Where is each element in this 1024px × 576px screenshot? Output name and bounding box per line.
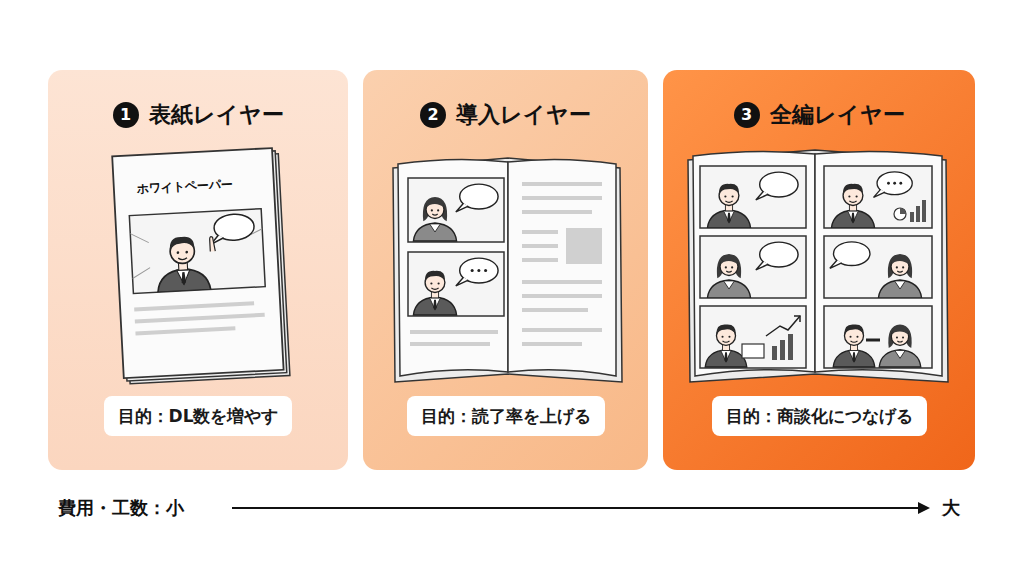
purpose-box: 目的：DL数を増やす bbox=[104, 396, 293, 436]
axis-end-label: 大 bbox=[942, 496, 960, 520]
layer-panel: 全編レイヤー 3 目的：商談化につなげる bbox=[663, 70, 975, 470]
purpose-text: 目的：読了率を上げる bbox=[421, 406, 591, 426]
purpose-text: 目的：商談化につなげる bbox=[726, 406, 913, 426]
step-number-text: 2 bbox=[427, 105, 438, 124]
purpose-box: 目的：読了率を上げる bbox=[407, 396, 605, 436]
layer-panel: 導入レイヤー 2 目的：読了率を上げる bbox=[363, 70, 648, 470]
axis-start-label: 費用・工数：小 bbox=[58, 496, 184, 520]
step-number: 1 bbox=[113, 102, 139, 128]
step-number-text: 3 bbox=[741, 105, 752, 124]
step-number: 2 bbox=[420, 102, 446, 128]
panel-heading: 導入レイヤー bbox=[456, 102, 591, 128]
panel-heading: 全編レイヤー bbox=[770, 102, 905, 128]
step-number: 3 bbox=[734, 102, 760, 128]
layer-panel: 表紙レイヤー 1 目的：DL数を増やす bbox=[48, 70, 348, 470]
panel-heading: 表紙レイヤー bbox=[149, 102, 284, 128]
purpose-text: 目的：DL数を増やす bbox=[118, 406, 279, 426]
purpose-box: 目的：商談化につなげる bbox=[712, 396, 927, 436]
step-number-text: 1 bbox=[120, 105, 131, 124]
